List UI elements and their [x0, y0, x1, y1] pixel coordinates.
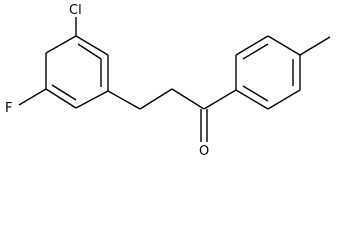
- methyl-bond: [299, 36, 331, 56]
- bond: [75, 90, 109, 109]
- bond: [45, 88, 77, 109]
- fluorine-label: F: [5, 101, 12, 116]
- oxygen-label: O: [199, 144, 209, 159]
- left-ring: [45, 35, 109, 109]
- bond: [171, 88, 205, 110]
- structure-diagram: Cl F O: [5, 3, 331, 159]
- bond: [235, 89, 269, 110]
- bond: [267, 35, 301, 56]
- double-bond-inner: [242, 43, 269, 60]
- double-bond-inner: [51, 84, 77, 101]
- carbonyl: [200, 109, 208, 142]
- bond: [267, 89, 301, 110]
- bond: [75, 35, 109, 56]
- bond: [107, 90, 141, 110]
- right-ring: [235, 35, 301, 110]
- bond: [139, 88, 173, 110]
- propyl-chain: [107, 88, 205, 110]
- bond-to-fluorine: [18, 88, 47, 106]
- double-bond-inner: [242, 85, 269, 102]
- bond: [203, 89, 237, 110]
- chlorine-label: Cl: [69, 3, 82, 18]
- bond: [45, 35, 77, 54]
- double-bond-inner: [77, 43, 102, 60]
- bond: [235, 35, 269, 56]
